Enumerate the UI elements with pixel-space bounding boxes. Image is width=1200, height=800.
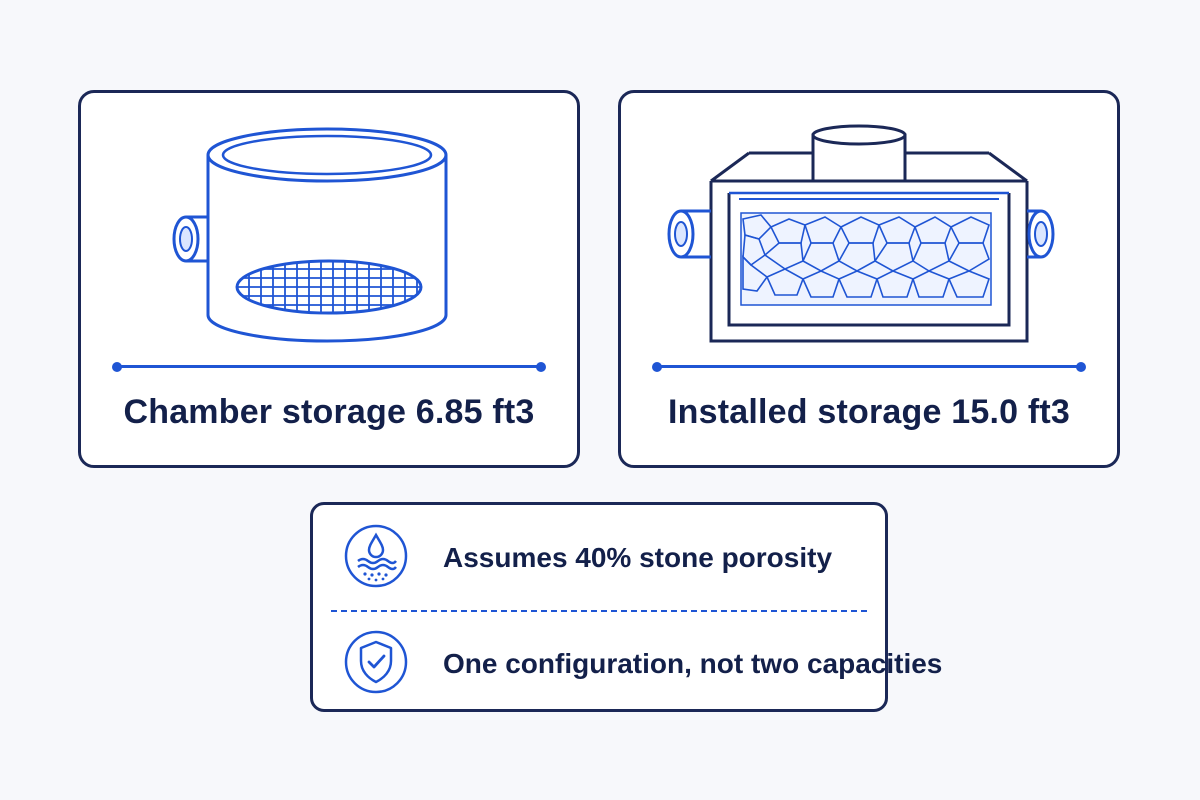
configuration-note-text: One configuration, not two capacities <box>443 648 943 679</box>
installed-storage-card: Installed storage 15.0 ft3 <box>618 90 1120 468</box>
porosity-note-text: Assumes 40% stone porosity <box>443 542 833 573</box>
installed-storage-label: Installed storage 15.0 ft3 <box>667 393 1070 431</box>
shield-check-icon <box>344 630 408 694</box>
chamber-divider <box>112 361 546 372</box>
chamber-storage-label: Chamber storage 6.85 ft3 <box>123 393 535 431</box>
configuration-note: One configuration, not two capacities <box>313 615 942 715</box>
water-drop-porosity-icon <box>344 524 408 588</box>
chamber-in-stone-bed-icon <box>667 124 1055 343</box>
open-chamber-with-grate-icon <box>172 127 448 343</box>
chamber-storage-card: Chamber storage 6.85 ft3 <box>78 90 580 468</box>
notes-separator <box>331 610 867 612</box>
assumptions-panel: Assumes 40% stone porosity One configura… <box>310 502 942 715</box>
porosity-note: Assumes 40% stone porosity <box>313 509 885 609</box>
installed-divider <box>652 361 1086 372</box>
